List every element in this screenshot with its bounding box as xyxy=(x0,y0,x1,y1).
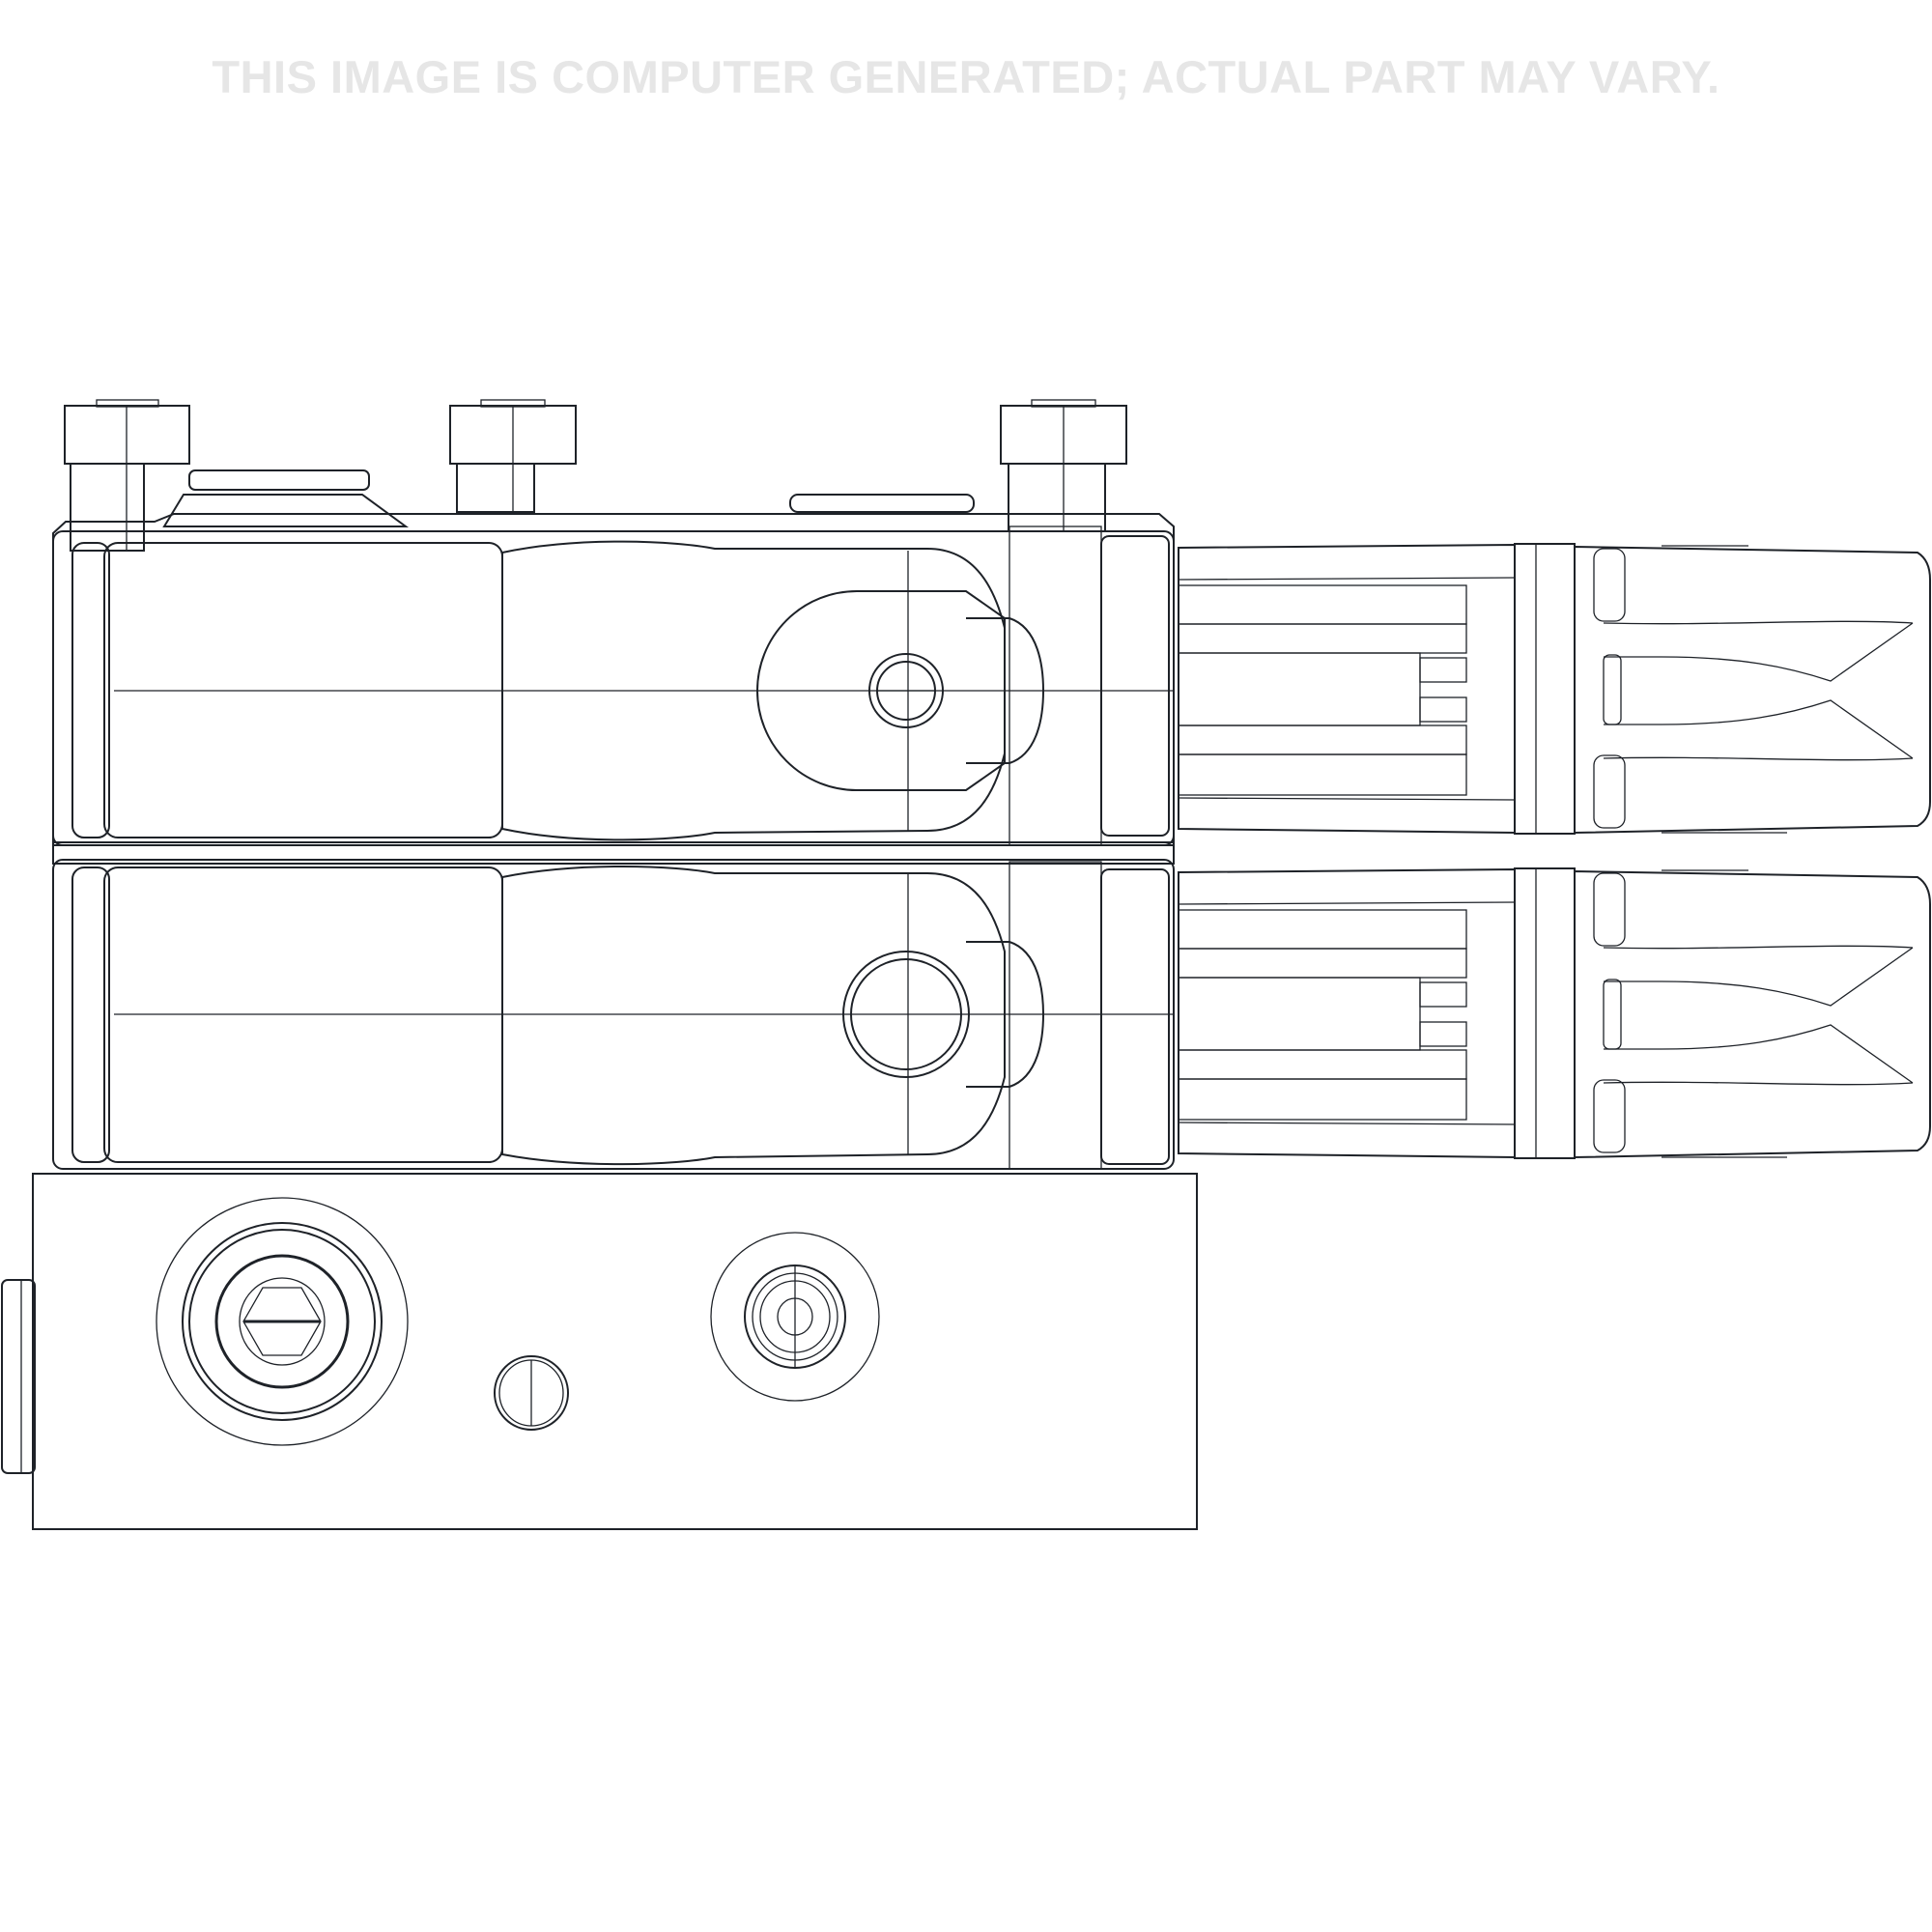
hex-nut-left xyxy=(64,399,190,552)
upper-housing xyxy=(52,513,1175,846)
port-plug-small xyxy=(494,1355,569,1431)
watermark-text: THIS IMAGE IS COMPUTER GENERATED; ACTUAL… xyxy=(212,51,1720,102)
electrical-connector-upper xyxy=(1178,543,1931,835)
port-plug-right xyxy=(710,1232,880,1402)
solenoid-coil-upper xyxy=(71,526,1174,846)
top-cap-left xyxy=(162,469,410,527)
manifold-block xyxy=(1,1173,1198,1530)
hex-nut-middle xyxy=(449,399,577,513)
electrical-connector-lower xyxy=(1178,867,1931,1159)
port-plug-large xyxy=(156,1197,409,1446)
solenoid-coil-lower xyxy=(71,861,1174,1170)
coil-divider xyxy=(52,841,1175,865)
hex-nut-right xyxy=(1000,399,1127,532)
side-port-plug xyxy=(1,1279,36,1474)
top-cap-right xyxy=(789,494,975,513)
